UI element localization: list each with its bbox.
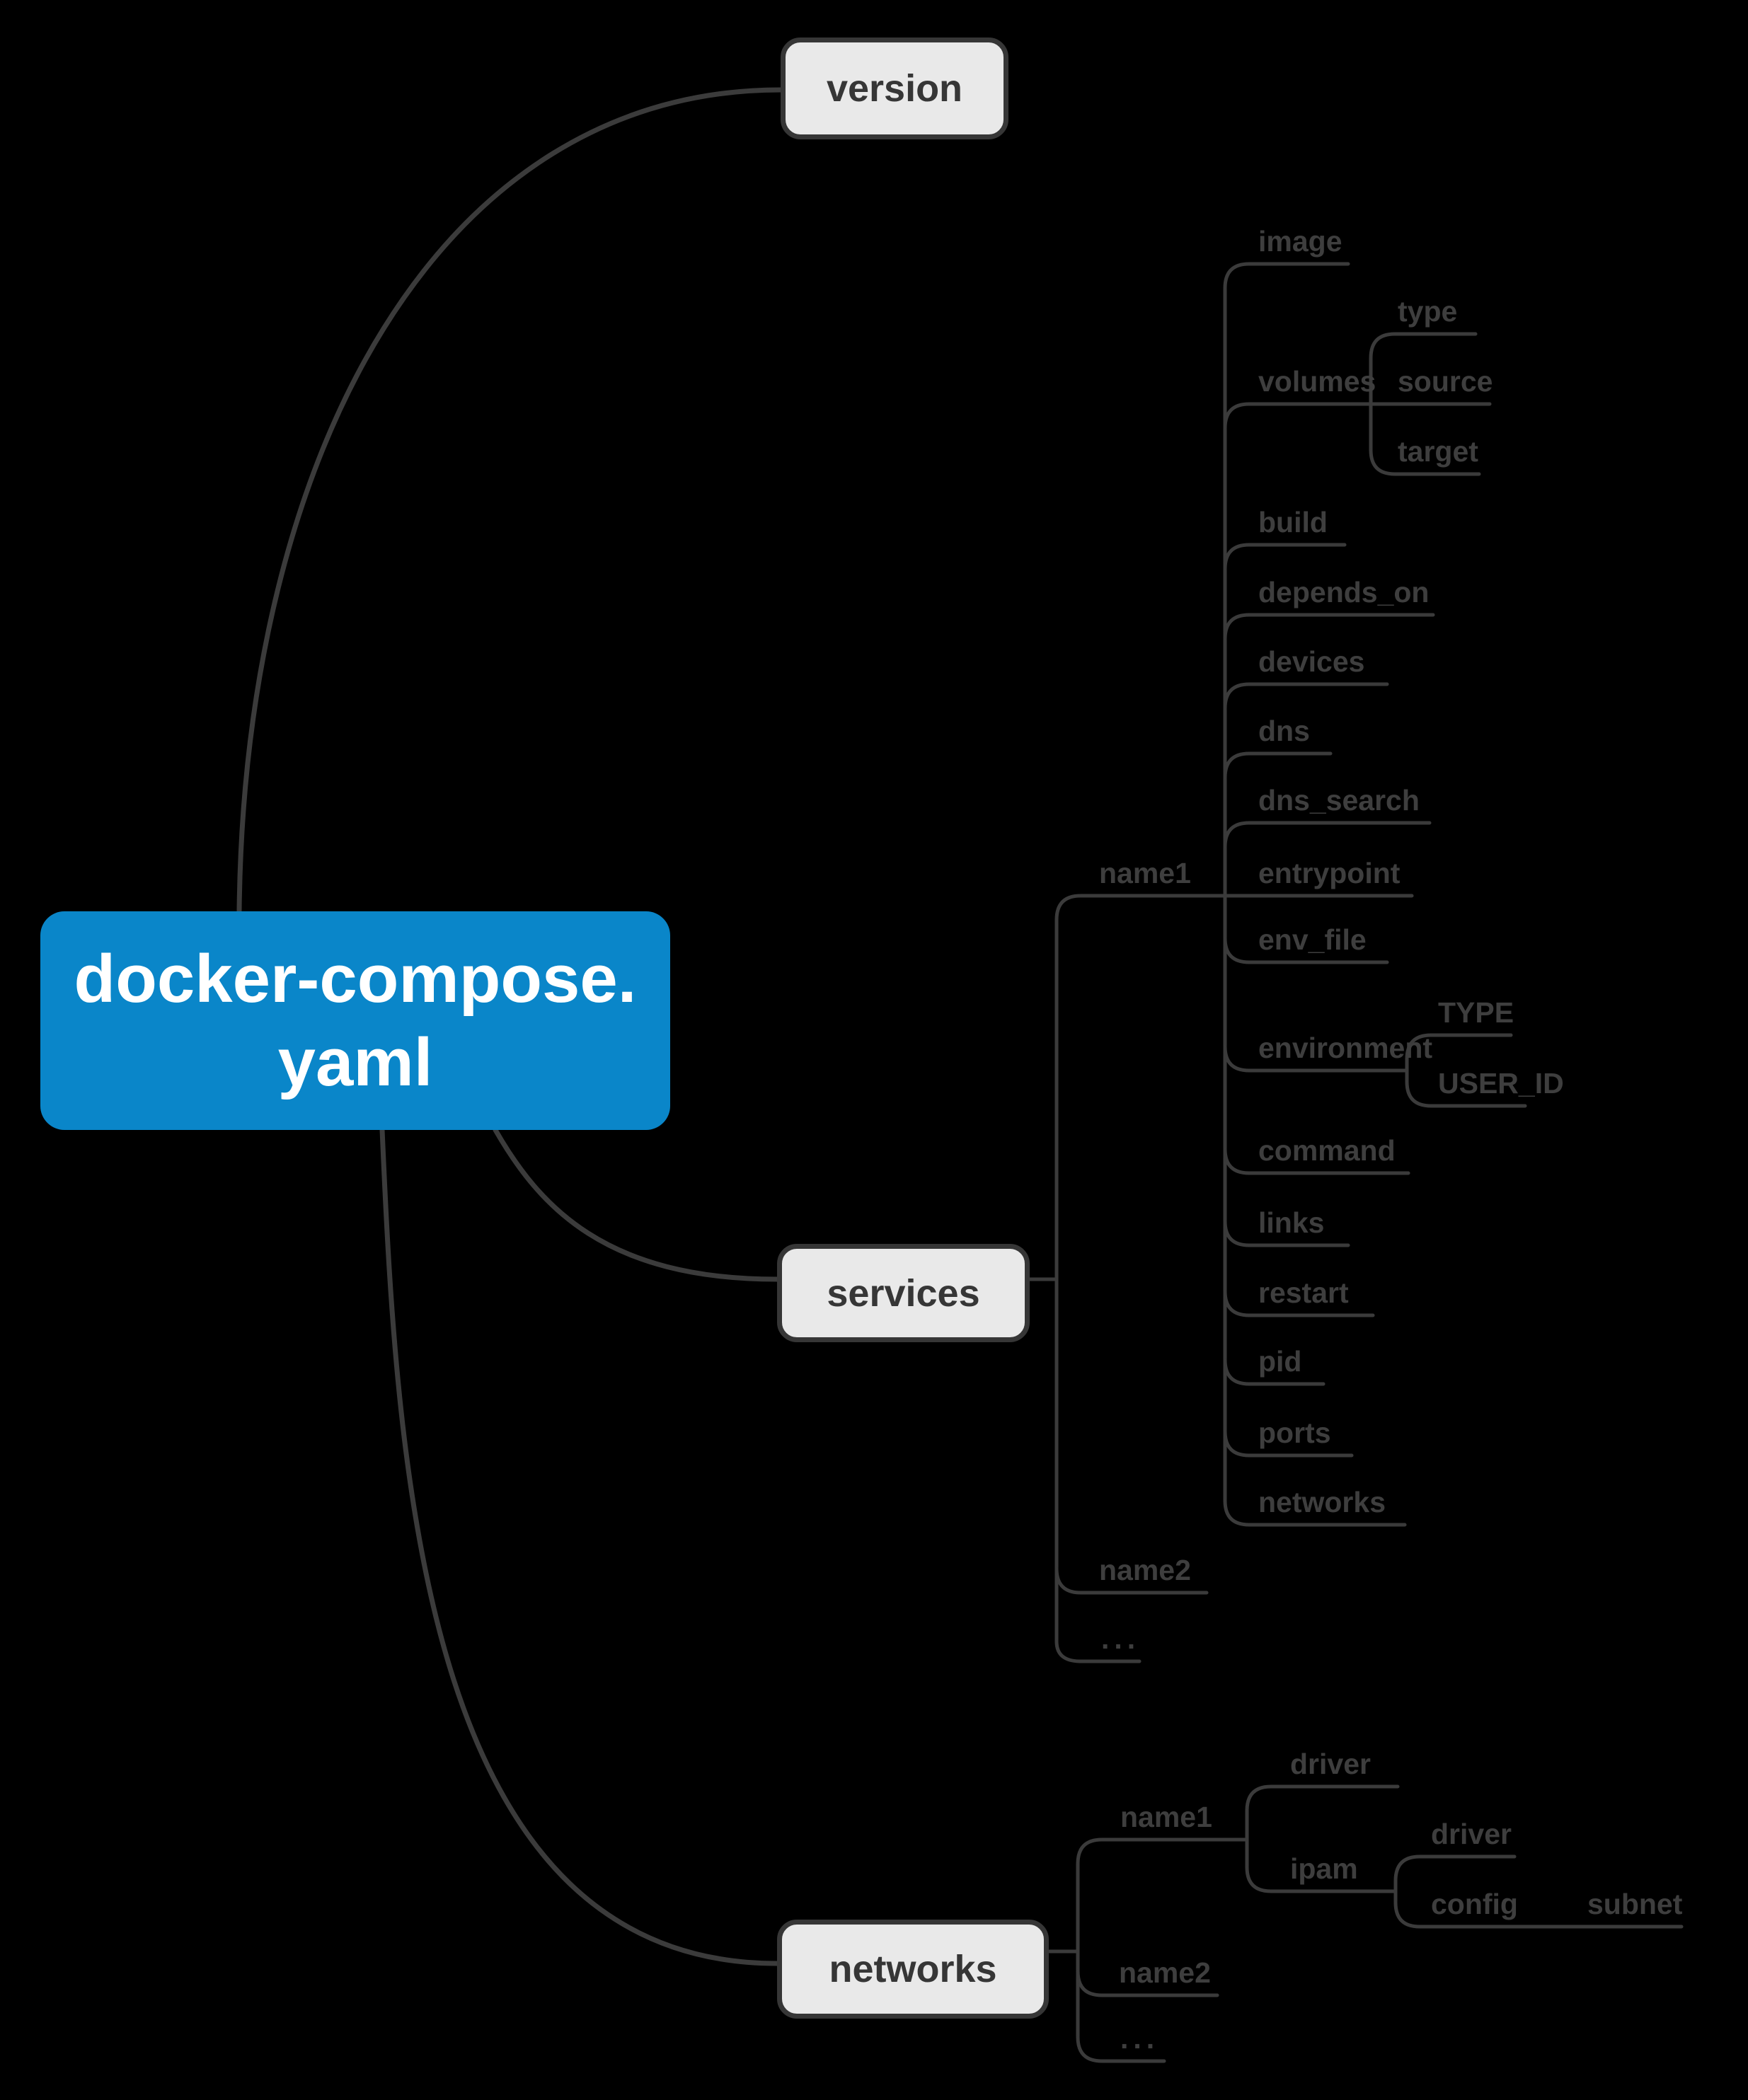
edge-svc-networks (1223, 1499, 1407, 1527)
label-services-name2[interactable]: name2 (1099, 1554, 1191, 1586)
edge-root-networks (379, 1127, 780, 1966)
edge-dns (1223, 751, 1333, 780)
label-dns-search[interactable]: dns_search (1258, 784, 1420, 817)
edge-ipam (1245, 1865, 1398, 1893)
edge-vol-type (1369, 332, 1478, 360)
edge-command (1223, 1147, 1410, 1175)
label-env-type[interactable]: TYPE (1438, 996, 1514, 1029)
edge-image (1223, 262, 1350, 290)
label-networks-name1[interactable]: name1 (1120, 1801, 1212, 1833)
edge-pid (1223, 1358, 1326, 1386)
label-net-driver[interactable]: driver (1290, 1748, 1371, 1780)
edge-root-services (493, 1127, 780, 1282)
edge-links (1223, 1219, 1350, 1247)
node-networks-label: networks (829, 1948, 997, 1990)
label-command[interactable]: command (1258, 1134, 1396, 1167)
label-links[interactable]: links (1258, 1206, 1325, 1239)
label-build[interactable]: build (1258, 506, 1328, 538)
node-networks[interactable]: networks (777, 1920, 1049, 2019)
edge-env-user-id (1405, 1080, 1527, 1108)
edge-devices (1223, 682, 1389, 710)
label-config-subnet[interactable]: subnet (1587, 1888, 1683, 1920)
edge-networks-name2 (1076, 1969, 1219, 1997)
label-type[interactable]: type (1398, 295, 1458, 328)
edge-env-type (1405, 1033, 1513, 1061)
edge-config-subnet (1393, 1900, 1684, 1929)
node-version-label: version (826, 67, 963, 110)
node-services-label: services (827, 1271, 980, 1315)
label-image[interactable]: image (1258, 225, 1342, 258)
node-services[interactable]: services (777, 1244, 1030, 1342)
label-svc-networks[interactable]: networks (1258, 1486, 1386, 1518)
label-services-name1[interactable]: name1 (1099, 857, 1191, 889)
edge-networks-more (1076, 2035, 1166, 2063)
edge-root-version (236, 87, 783, 914)
label-ipam-config[interactable]: config (1431, 1888, 1518, 1920)
label-env-user-id[interactable]: USER_ID (1438, 1067, 1564, 1100)
edge-networks-name1 (1076, 1837, 1249, 2039)
label-devices[interactable]: devices (1258, 645, 1365, 678)
label-entrypoint[interactable]: entrypoint (1258, 857, 1401, 889)
edge-ipam-driver (1393, 1854, 1517, 1883)
label-networks-more[interactable]: ... (1120, 2022, 1160, 2055)
label-pid[interactable]: pid (1258, 1345, 1302, 1378)
root-node-docker-compose-yaml[interactable]: docker-compose. yaml (40, 911, 670, 1130)
edge-services-name1 (1054, 894, 1414, 1644)
label-ipam[interactable]: ipam (1290, 1852, 1358, 1885)
edge-services-name2 (1054, 1567, 1209, 1595)
label-volumes[interactable]: volumes (1258, 365, 1376, 398)
edge-services-more (1054, 1639, 1142, 1663)
root-title-line2: yaml (277, 1024, 433, 1100)
root-title-line1: docker-compose. (74, 941, 637, 1017)
label-services-more[interactable]: ... (1101, 1622, 1141, 1655)
label-dns[interactable]: dns (1258, 715, 1310, 747)
edge-net-driver (1245, 1784, 1400, 1813)
label-depends-on[interactable]: depends_on (1258, 576, 1430, 608)
node-version[interactable]: version (781, 38, 1008, 139)
edge-env-file (1223, 936, 1389, 964)
label-env-file[interactable]: env_file (1258, 923, 1367, 956)
label-target[interactable]: target (1398, 435, 1478, 468)
label-ipam-driver[interactable]: driver (1431, 1818, 1512, 1850)
edge-vol-target (1369, 448, 1481, 476)
edge-dns-search (1223, 821, 1432, 849)
label-restart[interactable]: restart (1258, 1276, 1349, 1309)
label-ports[interactable]: ports (1258, 1417, 1331, 1449)
edge-build (1223, 543, 1347, 571)
label-environment[interactable]: environment (1258, 1032, 1433, 1064)
label-source[interactable]: source (1398, 365, 1493, 398)
edge-depends-on (1223, 613, 1435, 641)
label-networks-name2[interactable]: name2 (1119, 1956, 1211, 1989)
edge-ports (1223, 1429, 1354, 1458)
edge-restart (1223, 1289, 1375, 1317)
edge-environment (1223, 1044, 1409, 1073)
edge-volumes (1223, 402, 1373, 430)
